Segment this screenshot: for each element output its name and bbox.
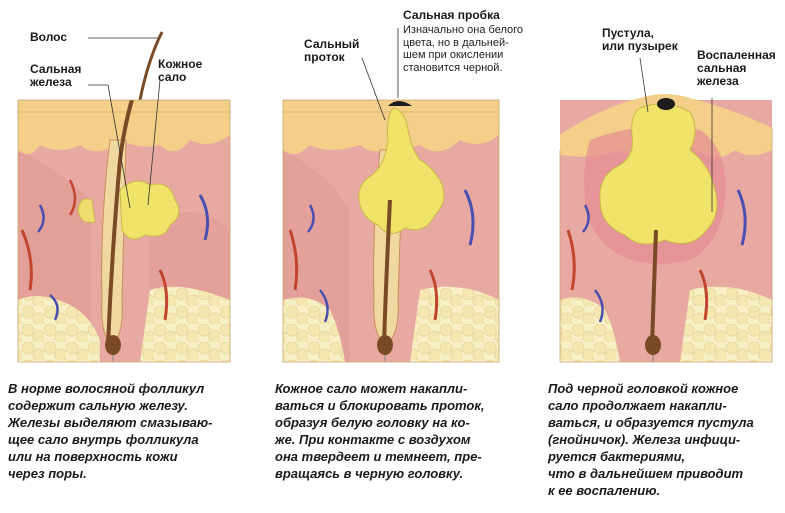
hair-bulb — [105, 335, 121, 355]
pustule — [599, 103, 718, 245]
sebaceous-gland — [119, 180, 180, 240]
caption-panel-1: В норме волосяной фолликул содержит саль… — [8, 381, 213, 481]
label-sebaceous-duct: Сальный проток — [304, 37, 360, 64]
fat-lobule — [18, 296, 100, 362]
hair-bulb — [377, 335, 393, 355]
panel-2-skin-section — [283, 100, 499, 362]
label-sebaceous-gland: Сальная железа — [30, 62, 82, 89]
label-sebum: Кожное сало — [158, 57, 203, 84]
label-sebum-plug: Сальная пробка — [403, 8, 500, 22]
label-sebum-plug-note: Изначально она белого цвета, но в дальне… — [403, 24, 523, 74]
fat-lobule — [140, 286, 230, 362]
hair-bulb — [645, 335, 661, 355]
hair-shaft — [650, 229, 658, 346]
fat-lobule — [283, 297, 345, 362]
caption-panel-3: Под черной головкой кожное сало продолжа… — [548, 381, 754, 498]
fat-lobule — [560, 297, 620, 362]
fat-lobule — [680, 286, 772, 362]
hair-shaft — [382, 199, 392, 346]
label-inflamed-gland: Воспаленная сальная железа — [697, 48, 776, 88]
panel-3-skin-section — [560, 94, 772, 362]
label-hair: Волос — [30, 30, 68, 44]
panel-1-skin-section — [18, 100, 230, 362]
sebum-plug-blackhead — [388, 101, 412, 106]
label-pustule: Пустула, или пузырек — [602, 26, 678, 53]
hair-shaft — [106, 100, 134, 346]
blackhead — [657, 98, 675, 110]
caption-panel-2: Кожное сало может накапли- ваться и блок… — [275, 381, 485, 481]
sebaceous-plug — [358, 107, 445, 234]
fat-lobule — [410, 286, 499, 362]
